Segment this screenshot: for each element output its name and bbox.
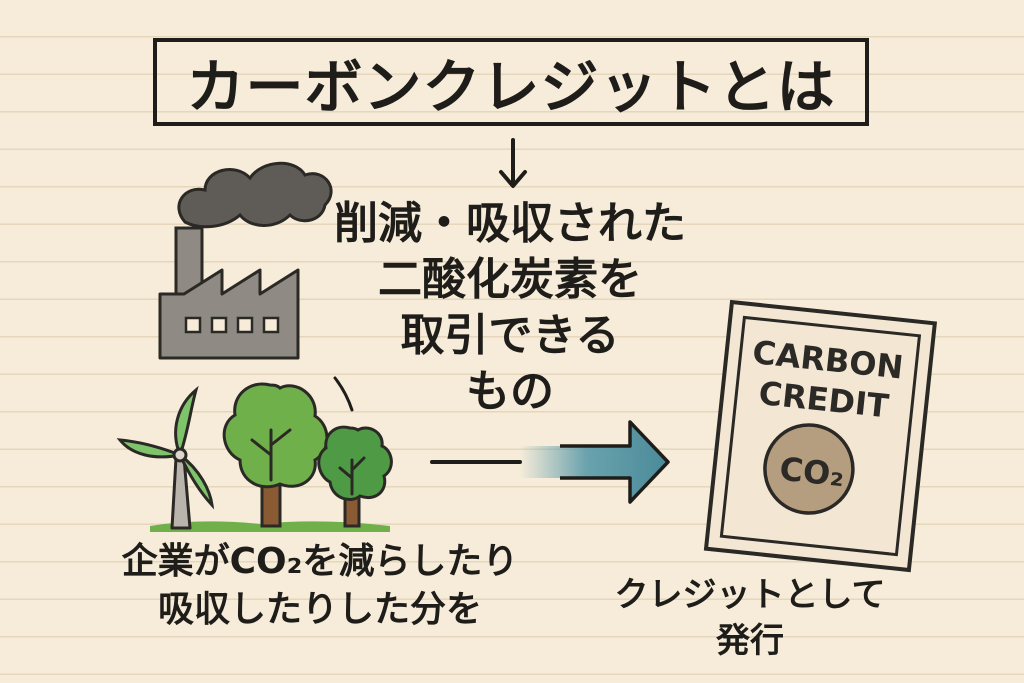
source-caption-line: 吸収したりした分を: [157, 589, 482, 630]
definition-line: 削減・吸収された: [334, 198, 686, 249]
certificate-icon: [703, 299, 938, 573]
wind-turbine-icon: [116, 385, 215, 530]
title-box: カーボンクレジットとは: [153, 38, 869, 126]
factory-icon: [158, 226, 300, 360]
definition-line: 二酸化炭素を: [378, 254, 642, 305]
definition-text: 削減・吸収された 二酸化炭素を 取引できる もの: [300, 196, 720, 420]
source-caption-line: 企業がCO₂を減らしたり: [121, 541, 519, 582]
tree-icon: [317, 425, 393, 528]
tree-icon: [222, 382, 329, 528]
source-caption: 企業がCO₂を減らしたり 吸収したりした分を: [60, 538, 580, 634]
definition-line: 取引できる: [400, 310, 620, 361]
page-title: カーボンクレジットとは: [186, 53, 836, 121]
motion-mark: [333, 376, 354, 412]
result-caption-line: クレジットとして: [614, 575, 886, 615]
arrow-right-icon: [430, 420, 670, 504]
result-caption-line: 発行: [716, 621, 784, 661]
arrow-down-icon: [499, 138, 527, 188]
co2-badge: CO₂: [777, 449, 847, 495]
definition-line: もの: [466, 366, 554, 417]
result-caption: クレジットとして 発行: [600, 572, 900, 664]
smoke-icon: [177, 161, 333, 229]
